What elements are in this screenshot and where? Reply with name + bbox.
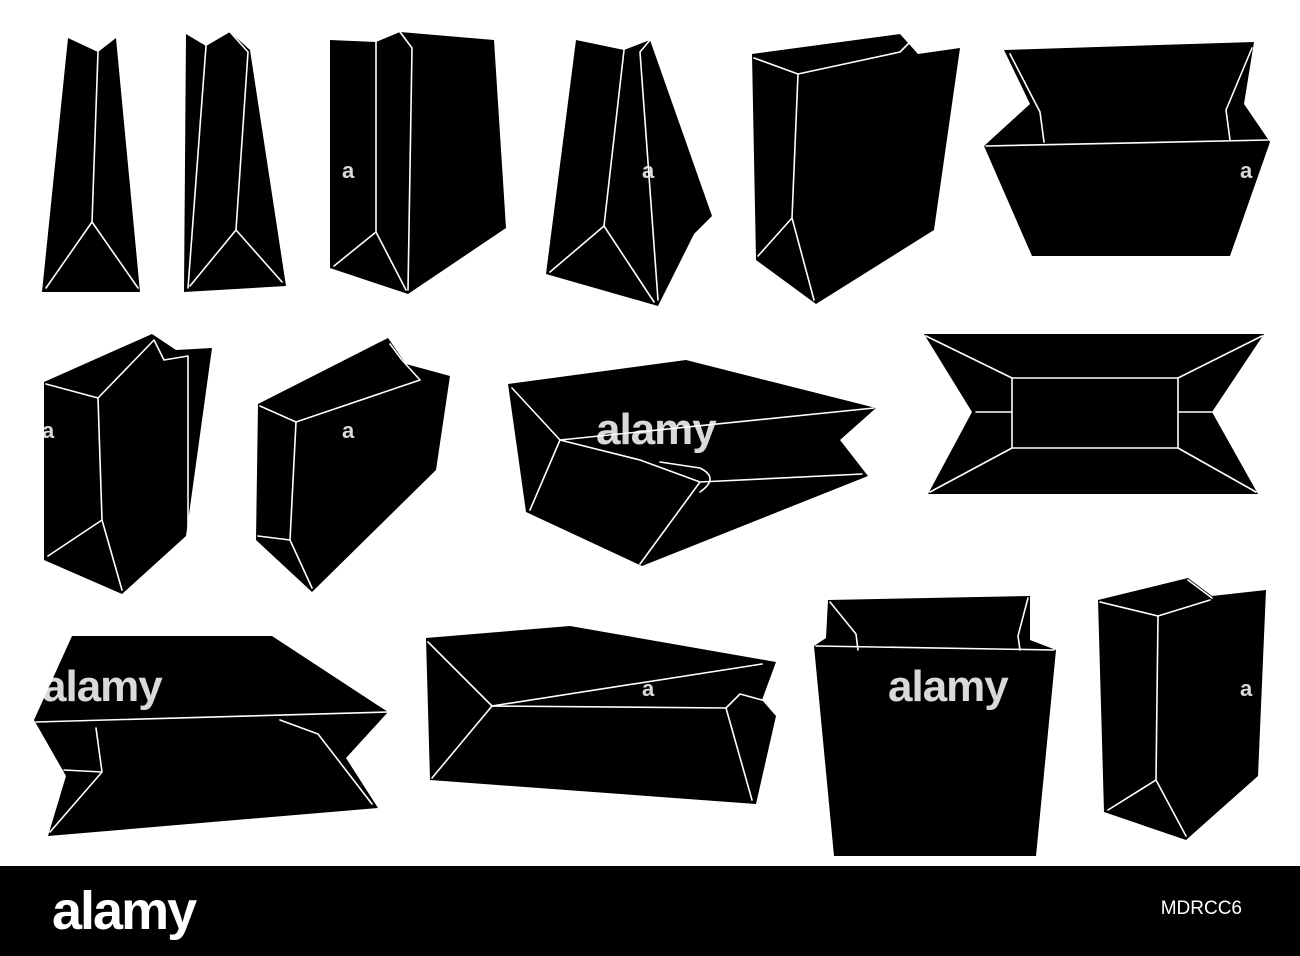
image-code: MDRCC6 xyxy=(1160,898,1242,919)
bag-2 xyxy=(184,31,286,292)
bag-9 xyxy=(508,360,876,566)
bag-1 xyxy=(42,38,140,292)
bag-14 xyxy=(1098,578,1266,840)
bag-5 xyxy=(752,34,960,304)
bag-3 xyxy=(330,31,506,294)
bag-8 xyxy=(256,338,450,592)
bag-10 xyxy=(924,334,1264,494)
bag-7 xyxy=(44,334,212,594)
bag-6 xyxy=(984,42,1270,256)
bag-11 xyxy=(34,636,389,836)
bag-illustration-canvas xyxy=(34,31,1270,856)
bag-13 xyxy=(814,596,1056,856)
alamy-logo: alamy xyxy=(52,881,197,941)
bag-12 xyxy=(426,626,776,804)
bag-4 xyxy=(546,39,712,306)
stock-footer-bar: alamy MDRCC6 xyxy=(0,866,1300,956)
